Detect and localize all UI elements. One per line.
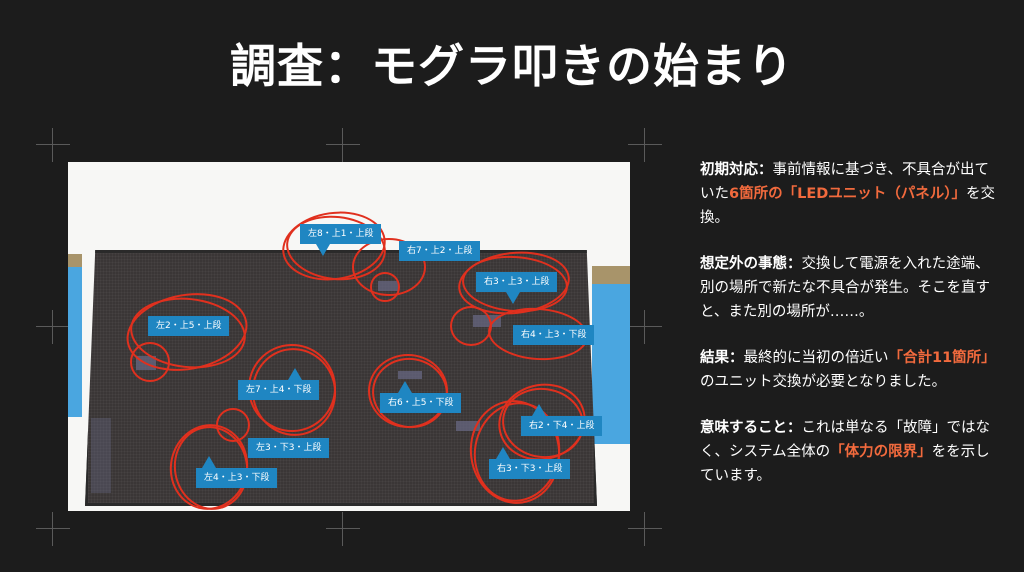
wall-detail bbox=[68, 254, 82, 268]
fault-circle bbox=[370, 272, 400, 302]
section-text: を交換。 bbox=[700, 186, 996, 226]
crosshair-mark bbox=[628, 310, 662, 344]
section-lead: 想定外の事態： bbox=[700, 256, 802, 272]
section-highlight: 「合計11箇所」 bbox=[888, 350, 996, 366]
section-text: 交換して電源を入れた途端、別の場所で新たな不具合が発生。そこを直すと、また別の場… bbox=[700, 256, 990, 320]
section-text: これは単なる「故障」ではなく、システム全体の bbox=[700, 420, 990, 460]
wall-detail bbox=[592, 266, 630, 286]
section-lead: 結果： bbox=[700, 350, 744, 366]
callout-tail bbox=[496, 447, 510, 459]
fault-label: 左3・下3・上段 bbox=[248, 438, 330, 458]
section-initial-response: 初期対応：事前情報に基づき、不具合が出ていた6箇所の「LEDユニット（パネル）」… bbox=[700, 158, 1000, 230]
slide-title: 調査：モグラ叩きの始まり bbox=[230, 39, 794, 93]
fault-label: 右3・上3・上段 bbox=[476, 272, 558, 292]
callout-tail bbox=[316, 244, 330, 256]
callout-tail bbox=[202, 456, 216, 468]
fault-circle bbox=[130, 342, 170, 382]
callout-tail bbox=[398, 381, 412, 393]
fault-label: 右6・上5・下段 bbox=[380, 393, 462, 413]
crosshair-mark bbox=[628, 128, 662, 162]
crosshair-mark bbox=[36, 128, 70, 162]
fault-label: 左2・上5・上段 bbox=[148, 316, 230, 336]
fault-circle bbox=[450, 306, 492, 346]
crosshair-mark bbox=[628, 512, 662, 546]
section-result: 結果：最終的に当初の倍近い「合計11箇所」のユニット交換が必要となりました。 bbox=[700, 346, 1000, 394]
led-panel-photo: 左8・上1・上段 右7・上2・上段 右3・上3・上段 左2・上5・上段 右4・上… bbox=[68, 162, 630, 511]
section-text: 事前情報に基づき、不具合が出ていた bbox=[700, 162, 989, 202]
wall-detail bbox=[68, 267, 82, 417]
section-lead: 初期対応： bbox=[700, 162, 773, 178]
fault-label: 左8・上1・上段 bbox=[300, 224, 382, 244]
section-highlight: 「体力の限界」 bbox=[830, 444, 932, 460]
section-text: のユニット交換が必要となりました。 bbox=[700, 374, 947, 390]
crosshair-mark bbox=[36, 512, 70, 546]
fault-circle bbox=[216, 408, 250, 442]
section-meaning: 意味すること：これは単なる「故障」ではなく、システム全体の「体力の限界」をを示し… bbox=[700, 416, 1000, 488]
section-unexpected-situation: 想定外の事態：交換して電源を入れた途端、別の場所で新たな不具合が発生。そこを直す… bbox=[700, 252, 1000, 324]
fault-label: 左7・上4・下段 bbox=[238, 380, 320, 400]
fault-label: 左4・上3・下段 bbox=[196, 468, 278, 488]
section-highlight: 6箇所の「LEDユニット（パネル）」 bbox=[729, 186, 967, 202]
callout-tail bbox=[506, 292, 520, 304]
faulty-unit bbox=[91, 418, 111, 493]
fault-label: 右7・上2・上段 bbox=[399, 241, 481, 261]
section-text: をを示しています。 bbox=[700, 444, 990, 484]
section-text: 最終的に当初の倍近い bbox=[743, 350, 889, 366]
fault-label: 右4・上3・下段 bbox=[513, 325, 595, 345]
section-lead: 意味すること： bbox=[700, 420, 802, 436]
crosshair-mark bbox=[326, 512, 360, 546]
fault-circle bbox=[368, 354, 448, 428]
callout-tail bbox=[532, 404, 546, 416]
callout-tail bbox=[288, 368, 302, 380]
crosshair-mark bbox=[36, 310, 70, 344]
fault-label: 右3・下3・上段 bbox=[489, 459, 571, 479]
faulty-unit bbox=[456, 421, 480, 431]
fault-label: 右2・下4・上段 bbox=[521, 416, 603, 436]
crosshair-mark bbox=[326, 128, 360, 162]
explanation-panel: 初期対応：事前情報に基づき、不具合が出ていた6箇所の「LEDユニット（パネル）」… bbox=[700, 158, 1000, 510]
